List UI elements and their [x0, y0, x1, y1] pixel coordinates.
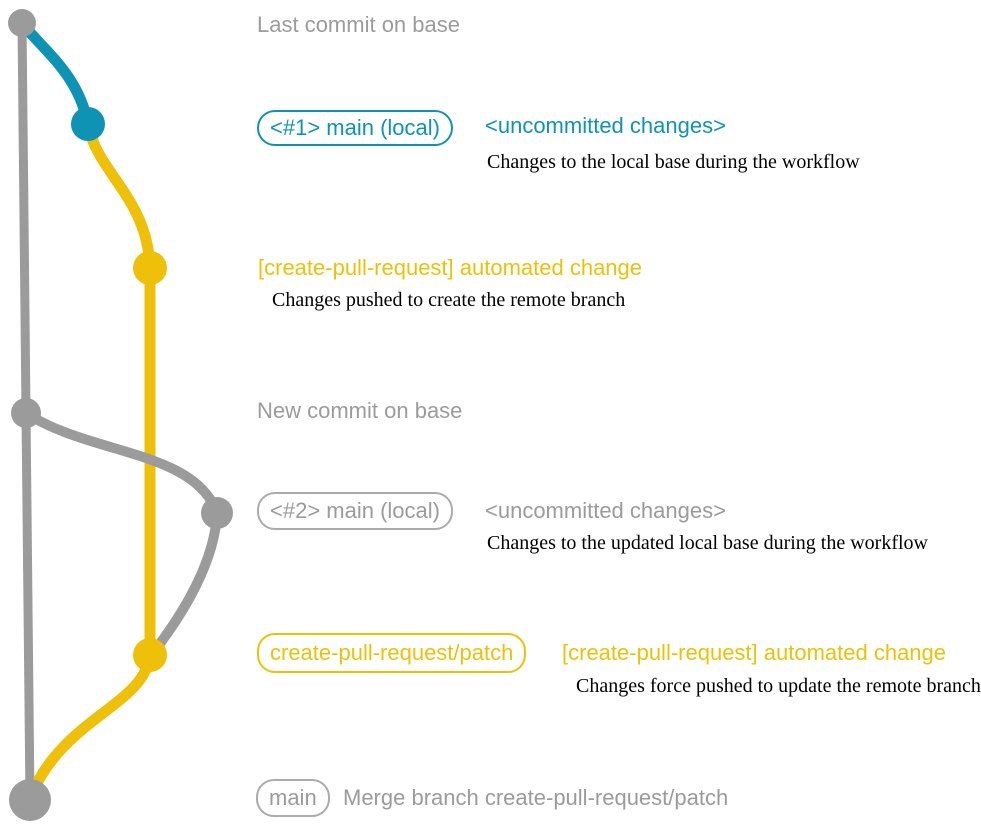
heading-new-commit-on-base: New commit on base	[257, 398, 463, 423]
remote-branch-line	[82, 118, 156, 661]
local-main-2-branch-line	[21, 408, 222, 518]
heading-last-commit-on-base: Last commit on base	[257, 12, 460, 37]
label-uncommitted-changes-2: <uncommitted changes>	[485, 498, 726, 523]
label-uncommitted-changes-1: <uncommitted changes>	[485, 113, 726, 138]
desc-updated-local-base-changes: Changes to the updated local base during…	[487, 532, 928, 554]
label-automated-change-2: [create-pull-request] automated change	[562, 640, 947, 665]
remote-branch-merge-line	[24, 649, 156, 804]
commit-dot-base-top	[8, 9, 36, 37]
badge-main-local-1: <#1> main (local)	[257, 110, 453, 146]
local-main-2-to-patch-line	[147, 508, 222, 659]
local-main-1-branch-line	[16, 17, 94, 130]
label-automated-change-1: [create-pull-request] automated change	[258, 255, 643, 280]
badge-main: main	[256, 779, 330, 817]
badge-main-local-2: <#2> main (local)	[257, 492, 453, 530]
commit-dot-base-new	[11, 398, 41, 428]
commit-dot-local-main-2	[201, 497, 233, 529]
commit-dot-remote-branch-2	[133, 638, 167, 672]
commit-dot-local-main-1	[71, 107, 105, 141]
desc-local-base-changes-1: Changes to the local base during the wor…	[487, 151, 860, 173]
desc-force-pushed-update-remote-branch: Changes force pushed to update the remot…	[576, 675, 981, 697]
commit-dot-merge	[9, 779, 51, 821]
commit-dot-remote-branch-1	[133, 251, 167, 285]
label-merge-branch: Merge branch create-pull-request/patch	[343, 785, 729, 810]
badge-create-pull-request-patch: create-pull-request/patch	[257, 633, 527, 673]
desc-pushed-create-remote-branch: Changes pushed to create the remote bran…	[272, 289, 626, 311]
